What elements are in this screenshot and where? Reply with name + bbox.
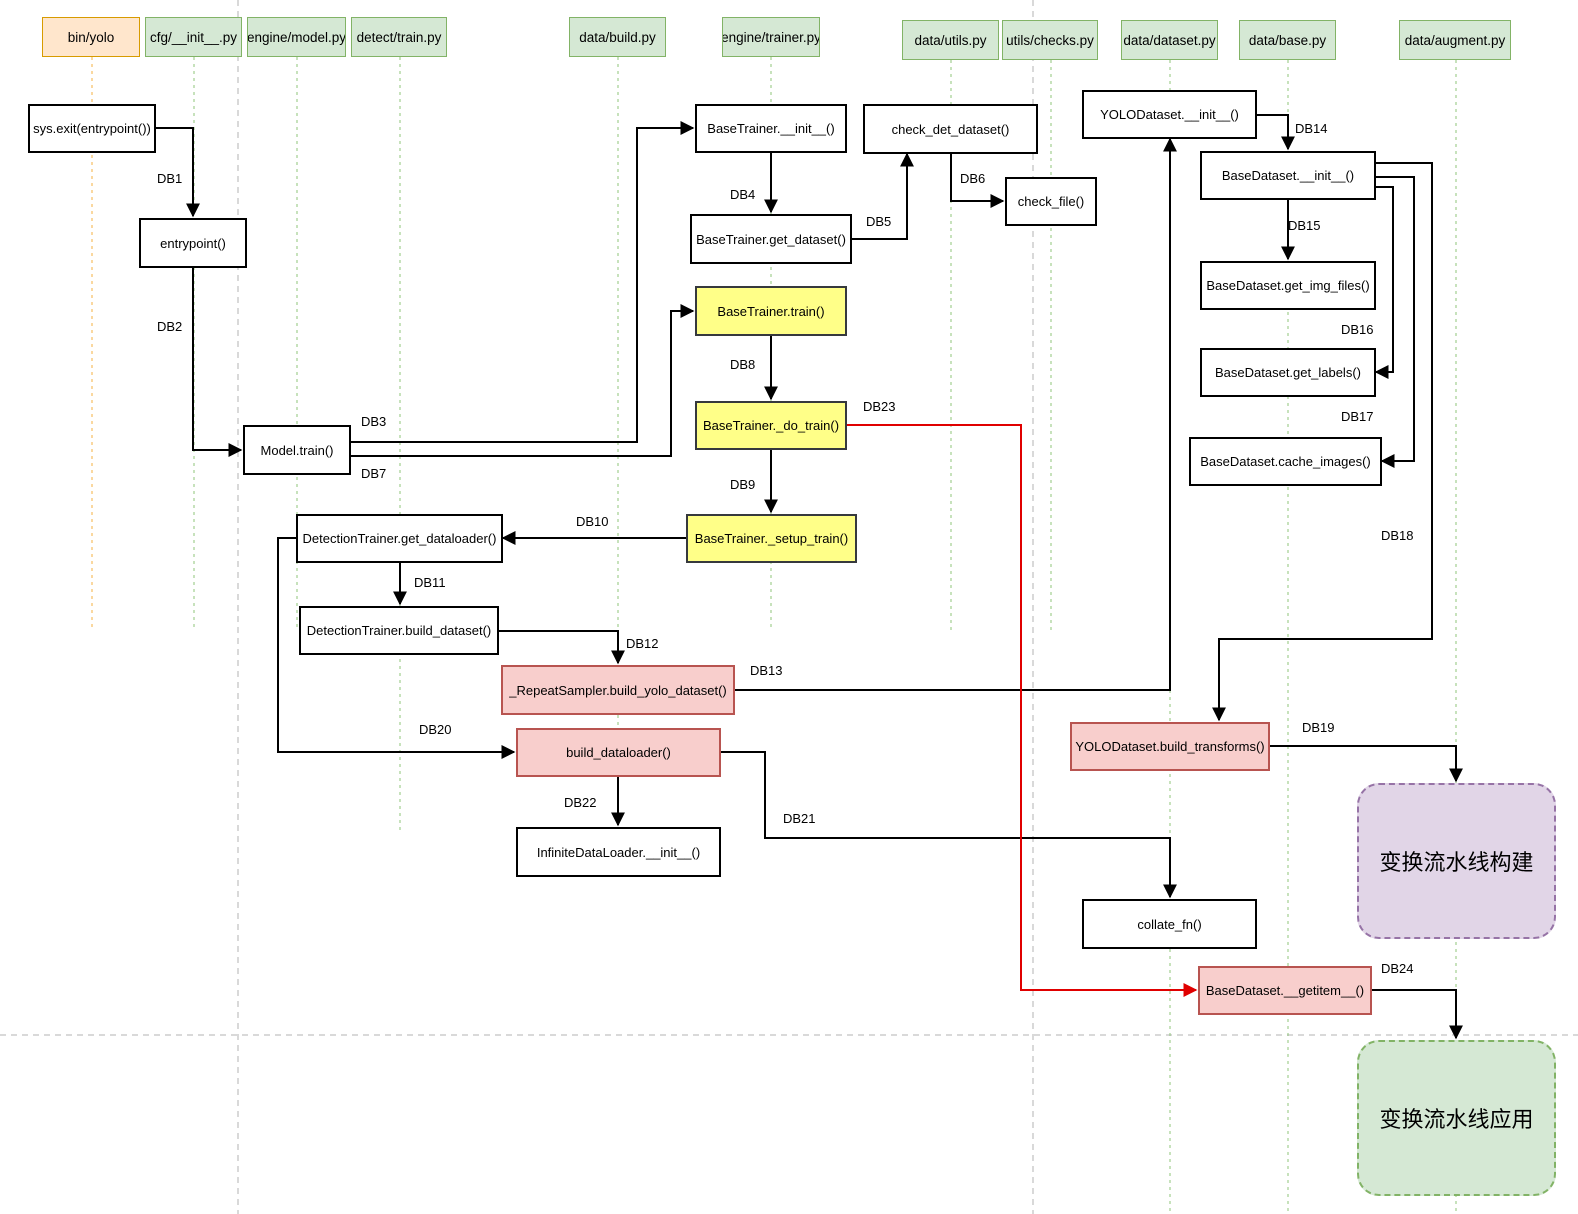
node-base-cache-images: BaseDataset.cache_images() [1189, 437, 1382, 486]
edge-db13 [735, 137, 1177, 691]
edge-label-db22: DB22 [564, 795, 597, 810]
edge-db2 [192, 268, 243, 457]
node-build-dataloader: build_dataloader() [516, 728, 721, 777]
edge-label-db24: DB24 [1381, 961, 1414, 976]
node-sys-exit: sys.exit(entrypoint()) [28, 104, 156, 153]
edge-db17 [1376, 176, 1415, 468]
node-entrypoint: entrypoint() [139, 218, 247, 268]
edge-label-db8: DB8 [730, 357, 756, 372]
edge-label-db23: DB23 [863, 399, 896, 414]
edge-label-db7: DB7 [361, 466, 387, 481]
edge-label-db6: DB6 [960, 171, 986, 186]
node-trainer-setup-train: BaseTrainer._setup_train() [686, 514, 857, 563]
node-trainer-do-train: BaseTrainer._do_train() [695, 401, 847, 450]
lifeline-header-engine-trainer: engine/trainer.py [722, 17, 820, 57]
node-yolo-build-transforms: YOLODataset.build_transforms() [1070, 722, 1270, 771]
node-infinite-dataloader-init: InfiniteDataLoader.__init__() [516, 827, 721, 877]
edge-db3 [350, 121, 695, 443]
group-transform-pipeline-build: 变换流水线构建 [1357, 783, 1556, 939]
edge-db20 [277, 537, 516, 759]
edge-label-db19: DB19 [1302, 720, 1335, 735]
edge-label-db4: DB4 [730, 187, 756, 202]
node-check-det-dataset: check_det_dataset() [863, 104, 1038, 154]
lifeline-header-utils-checks: utils/checks.py [1002, 20, 1098, 60]
edge-label-db14: DB14 [1295, 121, 1328, 136]
edge-db23 [847, 424, 1198, 997]
lifeline-header-cfg-init: cfg/__init__.py [145, 17, 242, 57]
node-trainer-get-dataset: BaseTrainer.get_dataset() [690, 214, 852, 264]
edge-label-db16: DB16 [1341, 322, 1374, 337]
edge-db21 [721, 751, 1177, 899]
node-base-dataset-init: BaseDataset.__init__() [1200, 151, 1376, 200]
edge-db12 [499, 630, 625, 665]
lifeline-header-data-augment: data/augment.py [1399, 20, 1511, 60]
node-collate-fn: collate_fn() [1082, 899, 1257, 949]
edges-black [156, 114, 1463, 1040]
edge-db5 [852, 152, 914, 240]
node-yolo-dataset-init: YOLODataset.__init__() [1082, 90, 1257, 139]
edge-label-db15: DB15 [1288, 218, 1321, 233]
lifeline-header-data-utils: data/utils.py [902, 20, 999, 60]
node-det-build-dataset: DetectionTrainer.build_dataset() [299, 606, 499, 655]
edge-label-db20: DB20 [419, 722, 452, 737]
lifeline-header-data-dataset: data/dataset.py [1121, 20, 1218, 60]
edge-label-db9: DB9 [730, 477, 756, 492]
edge-label-db12: DB12 [626, 636, 659, 651]
edge-db6 [950, 154, 1005, 208]
edge-label-db11: DB11 [414, 575, 446, 590]
edge-db24 [1372, 989, 1463, 1040]
edge-label-db21: DB21 [783, 811, 816, 826]
edge-db19 [1270, 745, 1463, 783]
node-trainer-init: BaseTrainer.__init__() [695, 104, 847, 153]
edge-db18 [1212, 162, 1433, 722]
node-trainer-train: BaseTrainer.train() [695, 286, 847, 336]
edge-db1 [156, 127, 200, 218]
node-base-get-img-files: BaseDataset.get_img_files() [1200, 261, 1376, 310]
edge-label-db17: DB17 [1341, 409, 1374, 424]
edge-label-db5: DB5 [866, 214, 892, 229]
node-model-train: Model.train() [243, 425, 351, 475]
node-base-getitem: BaseDataset.__getitem__() [1198, 966, 1372, 1015]
edge-label-db3: DB3 [361, 414, 387, 429]
edge-db16 [1374, 186, 1394, 379]
edge-db7 [350, 304, 695, 457]
node-base-get-labels: BaseDataset.get_labels() [1200, 348, 1376, 397]
lifeline-header-data-base: data/base.py [1239, 20, 1336, 60]
lifeline-header-detect-train: detect/train.py [351, 17, 447, 57]
edge-label-db2: DB2 [157, 319, 183, 334]
edge-label-db18: DB18 [1381, 528, 1414, 543]
node-check-file: check_file() [1005, 177, 1097, 226]
edge-label-db1: DB1 [157, 171, 183, 186]
node-repeat-build-yolo-dataset: _RepeatSampler.build_yolo_dataset() [501, 665, 735, 715]
lifeline-header-engine-model: engine/model.py [247, 17, 346, 57]
edge-label-db10: DB10 [576, 514, 609, 529]
lifeline-header-data-build: data/build.py [569, 17, 666, 57]
edge-label-db13: DB13 [750, 663, 783, 678]
group-transform-pipeline-apply: 变换流水线应用 [1357, 1040, 1556, 1196]
node-det-get-dataloader: DetectionTrainer.get_dataloader() [296, 514, 503, 563]
lifeline-header-bin-yolo: bin/yolo [42, 17, 140, 57]
edge-db14 [1257, 114, 1295, 151]
